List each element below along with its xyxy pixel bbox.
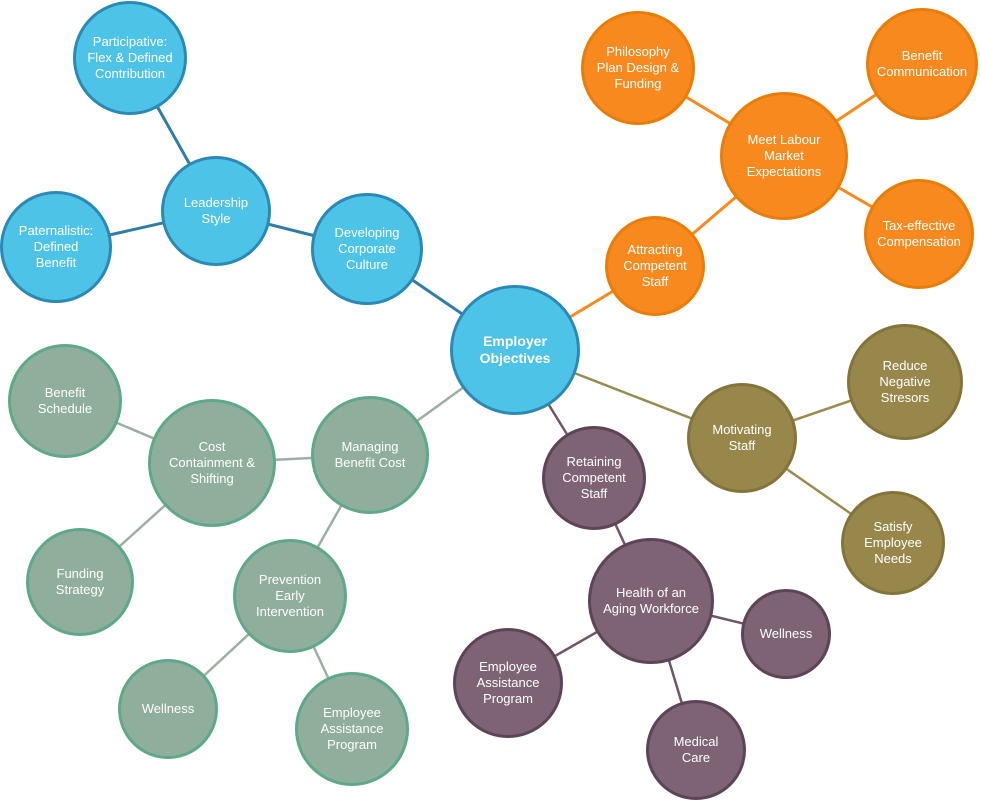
node-label: Cost Containment & Shifting [169, 438, 255, 487]
node-label: Leadership Style [183, 194, 249, 226]
node-label: Developing Corporate Culture [334, 224, 400, 273]
node-label: Employee Assistance Program [476, 658, 540, 707]
node-label: Employee Assistance Program [320, 704, 384, 753]
node-funding-strategy[interactable]: Funding Strategy [26, 528, 134, 636]
node-label: Meet Labour Market Expectations [746, 131, 822, 180]
node-label: Paternalistic: Defined Benefit [18, 222, 94, 271]
node-employee-assistance-program-purple[interactable]: Employee Assistance Program [453, 628, 563, 738]
node-label: Managing Benefit Cost [334, 438, 406, 470]
node-label: Motivating Staff [712, 421, 772, 453]
node-label: Funding Strategy [55, 565, 105, 597]
node-label: Benefit Schedule [37, 384, 93, 416]
node-label: Wellness [759, 625, 813, 641]
node-benefit-schedule[interactable]: Benefit Schedule [8, 344, 122, 458]
node-meet-labour-market-expectations[interactable]: Meet Labour Market Expectations [720, 92, 848, 220]
node-label: Attracting Competent Staff [623, 241, 687, 290]
node-managing-benefit-cost[interactable]: Managing Benefit Cost [311, 396, 429, 514]
node-label: Participative: Flex & Defined Contributi… [87, 33, 173, 82]
node-label: Health of an Aging Workforce [603, 584, 699, 616]
node-developing-corporate-culture[interactable]: Developing Corporate Culture [311, 193, 423, 305]
node-philosophy-plan-design-funding[interactable]: Philosophy Plan Design & Funding [581, 11, 695, 125]
node-label: Tax-effective Compensation [877, 217, 961, 249]
node-satisfy-employee-needs[interactable]: Satisfy Employee Needs [841, 491, 945, 595]
node-label: Medical Care [673, 733, 719, 765]
node-cost-containment-shifting[interactable]: Cost Containment & Shifting [148, 399, 276, 527]
node-participative-flex-defined-contribution[interactable]: Participative: Flex & Defined Contributi… [73, 1, 187, 115]
node-motivating-staff[interactable]: Motivating Staff [687, 383, 797, 493]
node-paternalistic-defined-benefit[interactable]: Paternalistic: Defined Benefit [0, 191, 112, 303]
node-leadership-style[interactable]: Leadership Style [161, 156, 271, 266]
node-health-of-an-aging-workforce[interactable]: Health of an Aging Workforce [588, 538, 714, 664]
node-benefit-communication[interactable]: Benefit Communication [866, 8, 978, 120]
node-retaining-competent-staff[interactable]: Retaining Competent Staff [542, 426, 646, 530]
node-employee-assistance-program-green[interactable]: Employee Assistance Program [295, 672, 409, 786]
node-wellness-purple[interactable]: Wellness [741, 589, 831, 679]
node-label: Satisfy Employee Needs [864, 518, 922, 567]
node-employer-objectives[interactable]: Employer Objectives [450, 285, 580, 415]
node-reduce-negative-stresors[interactable]: Reduce Negative Stresors [847, 324, 963, 440]
node-label: Retaining Competent Staff [562, 453, 626, 502]
node-label: Wellness [141, 700, 195, 716]
node-tax-effective-compensation[interactable]: Tax-effective Compensation [864, 179, 974, 289]
node-prevention-early-intervention[interactable]: Prevention Early Intervention [233, 539, 347, 653]
node-wellness-green[interactable]: Wellness [118, 659, 218, 759]
node-medical-care[interactable]: Medical Care [646, 700, 746, 800]
node-attracting-competent-staff[interactable]: Attracting Competent Staff [605, 216, 705, 316]
node-label: Reduce Negative Stresors [879, 357, 931, 406]
node-label: Philosophy Plan Design & Funding [596, 43, 680, 92]
node-label: Benefit Communication [876, 47, 968, 79]
node-label: Employer Objectives [479, 332, 551, 367]
node-label: Prevention Early Intervention [256, 571, 324, 620]
